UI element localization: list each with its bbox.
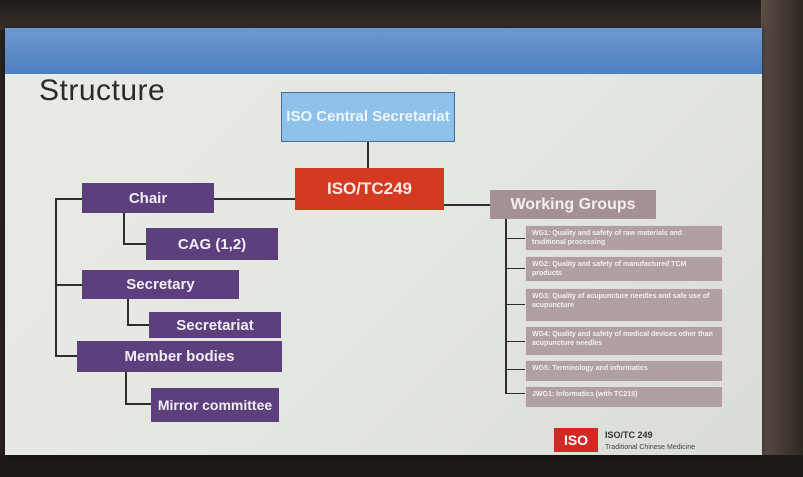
room-background-right — [761, 0, 803, 477]
wg-item-1: WG1: Quality and safety of raw materials… — [525, 225, 723, 251]
connector-chair-to-cag-h — [123, 243, 146, 245]
wg-item-3: WG3: Quality of acupuncture needles and … — [525, 288, 723, 322]
mirror-committee-box: Mirror committee — [151, 388, 279, 422]
wg-item-2: WG2: Quality and safety of manufactured … — [525, 256, 723, 282]
cag-box: CAG (1,2) — [146, 228, 278, 260]
connector-spine-to-members — [55, 355, 77, 357]
committee-box: ISO/TC249 — [295, 168, 444, 210]
connector-members-to-mirror-v — [125, 372, 127, 404]
wg-item-jwg1: JWG1: Informatics (with TC215) — [525, 386, 723, 408]
connector-tc-to-chair — [214, 198, 295, 200]
working-groups-box: Working Groups — [490, 190, 656, 219]
connector-wg2 — [505, 268, 525, 269]
wg-item-5: WG5: Terminology and informatics — [525, 360, 723, 382]
member-bodies-box: Member bodies — [77, 341, 282, 372]
secretary-box: Secretary — [82, 270, 239, 299]
connector-secretary-to-secretariat-v — [127, 299, 129, 325]
connector-secretary-to-secretariat-h — [127, 324, 149, 326]
connector-wg4 — [505, 341, 525, 342]
connector-spine-to-secretary — [55, 284, 82, 286]
connector-spine-to-chair — [55, 198, 82, 200]
connector-left-spine — [55, 198, 57, 356]
room-background-bottom — [0, 455, 803, 477]
connector-tc-to-wg — [444, 204, 490, 206]
secretariat-box: Secretariat — [149, 312, 281, 338]
footer-committee-name: ISO/TC 249 — [605, 430, 653, 440]
wg-item-4: WG4: Quality and safety of medical devic… — [525, 326, 723, 356]
room-background-top — [0, 0, 803, 30]
central-secretariat-box: ISO Central Secretariat — [281, 92, 455, 142]
connector-wg3 — [505, 304, 525, 305]
connector-wg-spine — [505, 219, 507, 394]
connector-chair-to-cag-v — [123, 213, 125, 244]
slide-header-bar — [5, 28, 762, 74]
connector-wg5 — [505, 369, 525, 370]
footer-subtitle: Traditional Chinese Medicine — [605, 444, 696, 451]
connector-central-to-tc — [367, 142, 369, 168]
connector-wg1 — [505, 238, 525, 239]
connector-jwg1 — [505, 393, 525, 394]
chair-box: Chair — [82, 183, 214, 213]
connector-members-to-mirror-h — [125, 403, 151, 405]
presentation-slide: Structure ISO Central Secretariat ISO/TC… — [5, 28, 762, 455]
slide-title: Structure — [39, 74, 166, 107]
iso-logo: ISO — [554, 428, 598, 452]
